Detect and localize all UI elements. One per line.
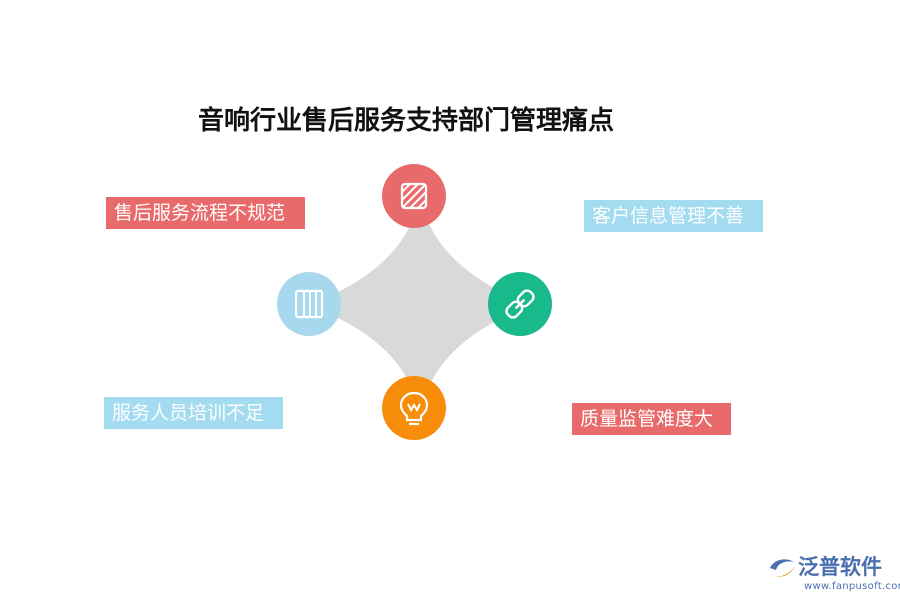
book-columns-icon [294,289,324,319]
logo-url: www.fanpusoft.com [804,581,900,592]
node-left [277,272,341,336]
logo-mark-icon [770,559,795,577]
star-connector [307,197,533,413]
link-icon [505,289,535,319]
brand-logo: 泛普软件 www.fanpusoft.com [768,554,900,596]
pain-point-label: 服务人员培训不足 [104,397,283,429]
striped-square-icon [400,182,428,210]
pain-point-label: 质量监管难度大 [572,403,731,435]
page-title: 音响行业售后服务支持部门管理痛点 [198,106,615,136]
node-top [382,164,446,228]
node-right [488,272,552,336]
lightbulb-icon [399,391,429,426]
logo-text: 泛普软件 [798,555,882,579]
pain-point-label: 客户信息管理不善 [584,200,763,232]
pain-point-label: 售后服务流程不规范 [106,197,305,229]
node-bottom [382,376,446,440]
